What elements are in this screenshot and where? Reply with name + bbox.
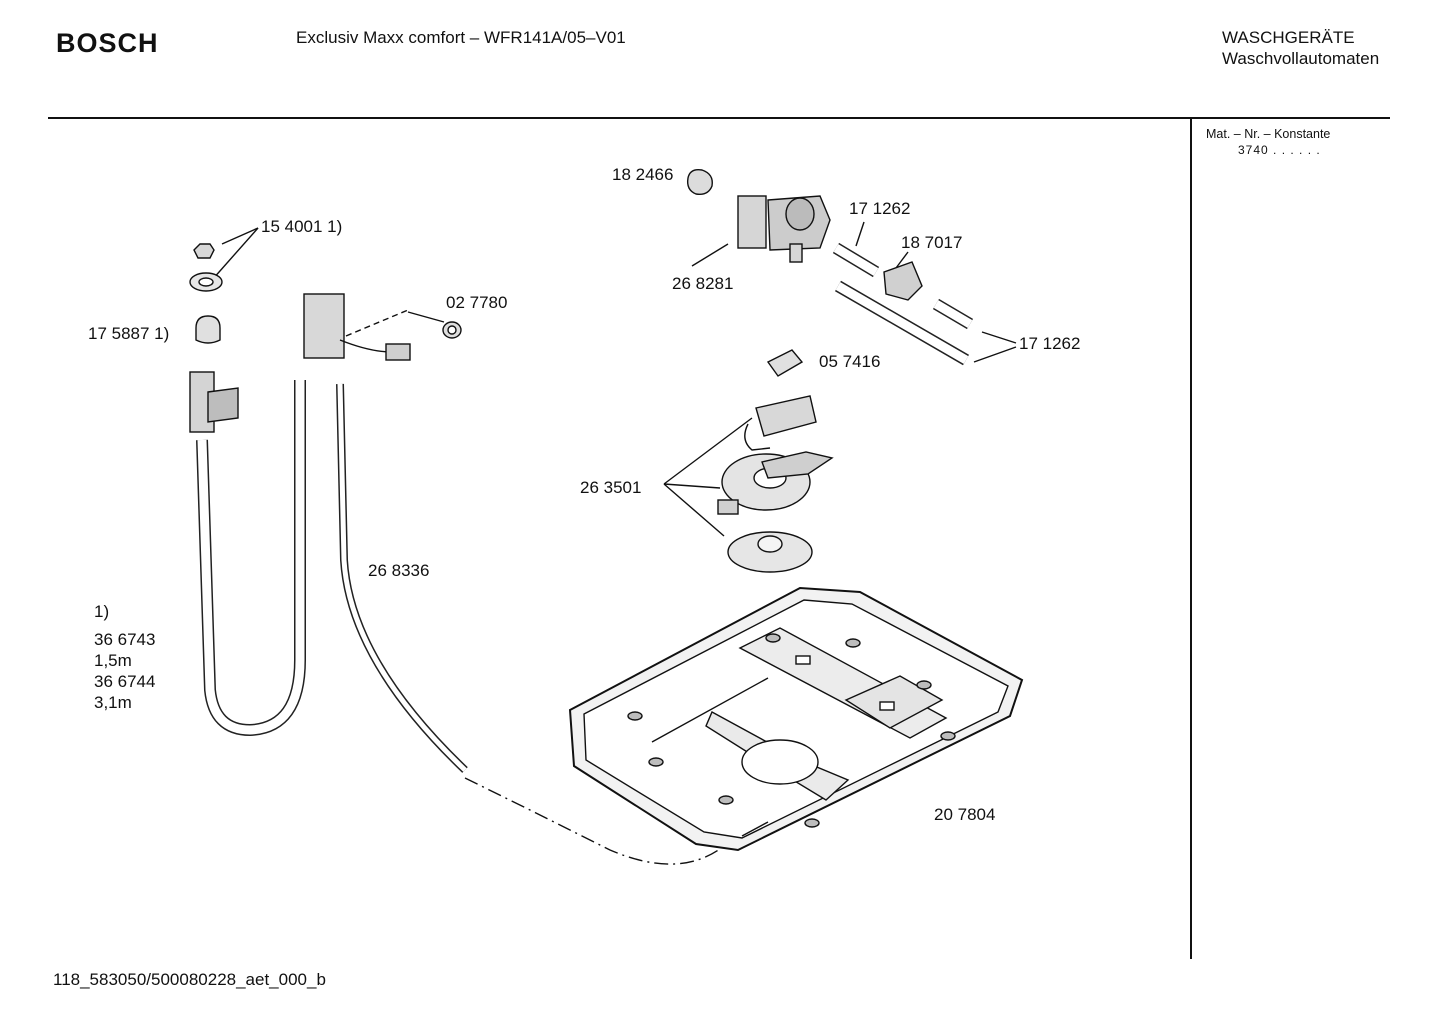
tube-parts xyxy=(832,242,974,366)
part-label: 02 7780 xyxy=(446,293,507,312)
ring-part xyxy=(442,321,462,339)
footer-code: 118_583050/500080228_aet_000_b xyxy=(53,970,326,989)
header-divider xyxy=(48,117,1390,119)
brand-logo: BOSCH xyxy=(56,28,159,58)
drain-hose xyxy=(336,383,468,773)
connector-part xyxy=(766,349,804,377)
valve-part xyxy=(737,195,831,263)
note-text: 36 6743 xyxy=(94,630,155,649)
mat-nr-label: Mat. – Nr. – Konstante xyxy=(1206,127,1331,141)
category-title: WASCHGERÄTE xyxy=(1222,28,1355,47)
part-label: 26 3501 xyxy=(580,478,641,497)
part-label: 18 2466 xyxy=(612,165,673,184)
part-label: 26 8281 xyxy=(672,274,733,293)
model-title: Exclusiv Maxx comfort – WFR141A/05–V01 xyxy=(296,28,626,47)
pressure-switch-assembly xyxy=(717,395,834,573)
note-text: 3,1m xyxy=(94,693,132,712)
part-label: 05 7416 xyxy=(819,352,880,371)
part-label: 17 5887 1) xyxy=(88,324,169,343)
leader-lines xyxy=(211,221,1017,865)
inlet-hose xyxy=(189,293,411,737)
part-label: 17 1262 xyxy=(1019,334,1080,353)
part-label: 17 1262 xyxy=(849,199,910,218)
sidebar-divider xyxy=(1190,119,1192,959)
cap-part xyxy=(195,315,221,344)
nut-part xyxy=(189,243,223,292)
note-text: 36 6744 xyxy=(94,672,155,691)
base-plate-part xyxy=(568,586,1024,852)
note-text: 1) xyxy=(94,602,109,621)
part-label: 20 7804 xyxy=(934,805,995,824)
category-subtitle: Waschvollautomaten xyxy=(1222,49,1380,68)
part-label: 18 7017 xyxy=(901,233,962,252)
note-text: 1,5m xyxy=(94,651,132,670)
part-label: 15 4001 1) xyxy=(261,217,342,236)
mat-nr-value: 3740 . . . . . . xyxy=(1238,143,1321,157)
part-label: 26 8336 xyxy=(368,561,429,580)
small-cap-part xyxy=(686,168,713,196)
